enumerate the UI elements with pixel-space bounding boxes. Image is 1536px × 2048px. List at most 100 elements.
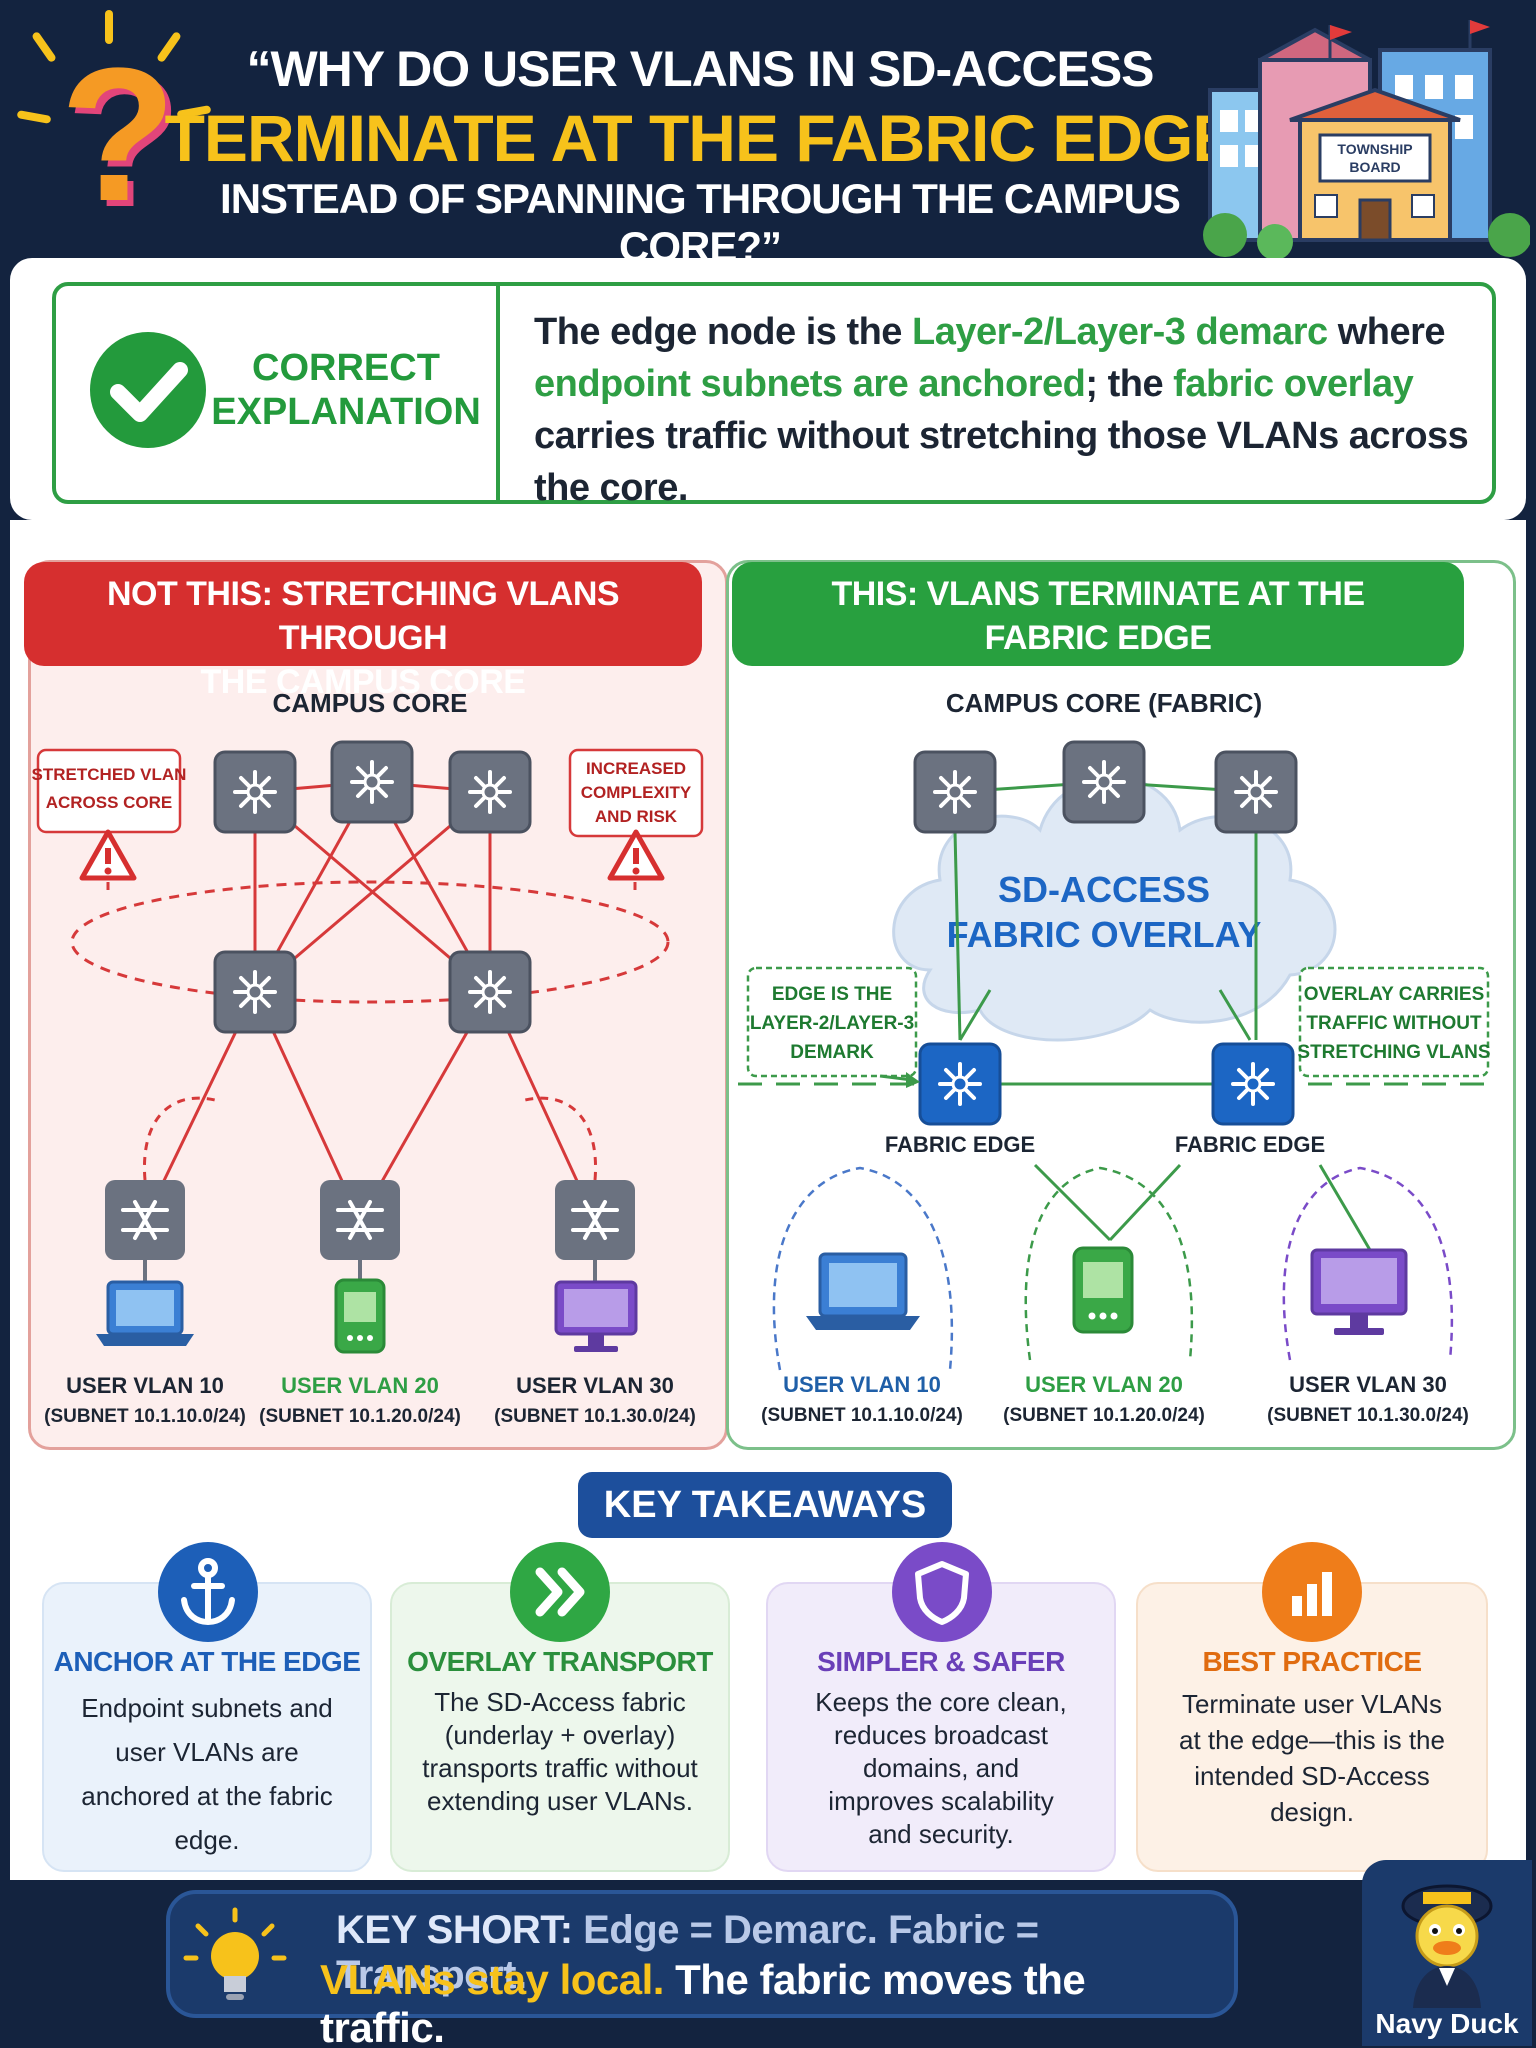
text-line: LAYER-2/LAYER-3 bbox=[750, 1013, 914, 1034]
correct-explanation-text: The edge node is the Layer-2/Layer-3 dem… bbox=[534, 306, 1484, 514]
subnet-label: (SUBNET 10.1.30.0/24) bbox=[1267, 1405, 1469, 1426]
text-line: STRETCHED VLAN bbox=[32, 765, 187, 784]
monitor-icon bbox=[554, 1280, 638, 1352]
text-line: THE CAMPUS CORE bbox=[200, 663, 526, 701]
edge-demarc-callout bbox=[746, 966, 918, 1078]
warning-icon bbox=[82, 832, 134, 878]
text-line: THIS: VLANS TERMINATE AT THE bbox=[831, 575, 1365, 613]
core-switch bbox=[330, 740, 414, 824]
card-text: Keeps the core clean, reduces broadcast … bbox=[815, 1687, 1067, 1849]
card-title: ANCHOR AT THE EDGE bbox=[53, 1646, 361, 1677]
callout-text: INCREASED COMPLEXITY AND RISK bbox=[581, 759, 692, 826]
key-takeaways-title: KEY TAKEAWAYS bbox=[578, 1472, 952, 1538]
body-text: The edge node is the bbox=[534, 311, 912, 353]
stretched-vlan-ellipse bbox=[70, 880, 670, 1004]
ray-decoration bbox=[105, 10, 113, 44]
fabric-edge-label: FABRIC EDGE bbox=[885, 1132, 1035, 1157]
fabric-edge-switch bbox=[918, 1042, 1002, 1126]
key-short-highlight: VLANs stay local. bbox=[320, 1956, 664, 2003]
access-switch bbox=[103, 1178, 187, 1262]
text-line: STRETCHING VLANS bbox=[1297, 1042, 1490, 1063]
subnet-label: (SUBNET 10.1.20.0/24) bbox=[1003, 1405, 1205, 1426]
callout-text: OVERLAY CARRIES TRAFFIC WITHOUT STRETCHING… bbox=[1297, 984, 1490, 1063]
card-title: OVERLAY TRANSPORT bbox=[407, 1646, 713, 1677]
brand-name: Navy Duck bbox=[1375, 2008, 1519, 2039]
correct-label-line: EXPLANATION bbox=[211, 391, 481, 433]
bar-chart-icon bbox=[1262, 1542, 1362, 1642]
correct-label-line: CORRECT bbox=[252, 347, 440, 389]
body-text: ; the bbox=[1085, 363, 1174, 405]
text-line: TRAFFIC WITHOUT bbox=[1306, 1013, 1482, 1034]
campus-core-label: CAMPUS CORE bbox=[272, 688, 467, 718]
subnet-label: (SUBNET 10.1.10.0/24) bbox=[761, 1405, 963, 1426]
key-short-label: KEY SHORT: bbox=[336, 1908, 573, 1952]
card-title: SIMPLER & SAFER bbox=[817, 1646, 1065, 1677]
key-short-text: The fabric moves the traffic. bbox=[320, 1956, 1086, 2048]
vlan-label: USER VLAN 30 bbox=[516, 1373, 674, 1398]
text-line: OVERLAY CARRIES bbox=[1304, 984, 1485, 1005]
monitor-icon bbox=[1310, 1248, 1408, 1335]
distribution-switch bbox=[213, 950, 297, 1034]
campus-core-fabric-label: CAMPUS CORE (FABRIC) bbox=[946, 688, 1262, 718]
anchor-icon bbox=[158, 1542, 258, 1642]
network-diagram: CAMPUS CORE STRETCHED VLAN ACROSS CORE IN… bbox=[32, 688, 1496, 1427]
correct-explanation-box: CORRECT EXPLANATION The edge node is the… bbox=[52, 282, 1496, 509]
text-line: ACROSS CORE bbox=[46, 793, 173, 812]
navy-duck-logo: Navy Duck bbox=[1362, 1860, 1532, 2046]
shield-icon bbox=[892, 1542, 992, 1642]
card-text: Terminate user VLANs at the edge—this is… bbox=[1179, 1689, 1445, 1827]
core-switch bbox=[213, 750, 297, 834]
vlan-label: USER VLAN 20 bbox=[281, 1373, 439, 1398]
phone-icon bbox=[334, 1278, 386, 1354]
stretched-vlan-callout bbox=[36, 748, 182, 834]
checkmark-icon bbox=[90, 332, 206, 448]
overlay-carries-callout bbox=[1298, 966, 1490, 1078]
body-text: where bbox=[1327, 311, 1446, 353]
svg-text:BOARD: BOARD bbox=[1349, 159, 1400, 175]
highlight-text: Layer-2/Layer-3 demarc bbox=[912, 311, 1328, 353]
duck-mascot-icon bbox=[1401, 1884, 1493, 2008]
header: ? “WHY DO USER VLANS IN SD-ACCESS TERMIN… bbox=[0, 0, 1536, 270]
township-buildings-illustration: TOWNSHIP BOARD bbox=[1203, 20, 1530, 260]
subnet-label: (SUBNET 10.1.10.0/24) bbox=[44, 1406, 246, 1427]
body-text: carries traffic without stretching those… bbox=[534, 415, 1469, 509]
subnet-label: (SUBNET 10.1.20.0/24) bbox=[259, 1406, 461, 1427]
callout-text: STRETCHED VLAN ACROSS CORE bbox=[32, 765, 187, 812]
warning-icon bbox=[610, 832, 662, 878]
fabric-core-switch bbox=[1214, 750, 1298, 834]
fabric-edge-label: FABRIC EDGE bbox=[1175, 1132, 1325, 1157]
takeaway-card bbox=[42, 1582, 372, 1872]
fabric-core-switch bbox=[913, 750, 997, 834]
lightbulb-icon bbox=[183, 1907, 287, 2000]
svg-text:TOWNSHIP: TOWNSHIP bbox=[1337, 141, 1412, 157]
title-line-1: “WHY DO USER VLANS IN SD-ACCESS bbox=[246, 41, 1154, 97]
fabric-core-switch bbox=[1062, 740, 1146, 824]
title-line-3: INSTEAD OF SPANNING THROUGH THE CAMPUS C… bbox=[220, 175, 1181, 270]
distribution-switch bbox=[448, 950, 532, 1034]
key-takeaways-section: KEY TAKEAWAYS ANCHOR AT THE EDGE OVERLAY… bbox=[10, 1460, 1526, 1880]
text-line: AND RISK bbox=[595, 807, 678, 826]
text-line: COMPLEXITY bbox=[581, 783, 692, 802]
cloud-label-line: FABRIC OVERLAY bbox=[947, 914, 1262, 955]
vlan-label: USER VLAN 30 bbox=[1289, 1372, 1447, 1397]
text-line: DEMARK bbox=[790, 1042, 874, 1063]
laptop-icon bbox=[806, 1252, 920, 1330]
card-text: Endpoint subnets and user VLANs are anch… bbox=[81, 1693, 333, 1855]
key-short-bar: KEY SHORT: Edge = Demarc. Fabric = Trans… bbox=[166, 1890, 1238, 2048]
key-short-line-2: VLANs stay local. The fabric moves the t… bbox=[320, 1956, 1220, 2048]
subnet-label: (SUBNET 10.1.30.0/24) bbox=[494, 1406, 696, 1427]
fabric-edge-switch bbox=[1211, 1042, 1295, 1126]
card-title: BEST PRACTICE bbox=[1202, 1646, 1422, 1677]
text-line: INCREASED bbox=[586, 759, 686, 778]
text-line: FABRIC EDGE bbox=[984, 619, 1212, 657]
access-switch bbox=[553, 1178, 637, 1262]
key-short-text: Edge = Demarc. Fabric = Transport. bbox=[336, 1908, 1039, 1997]
double-chevron-icon bbox=[510, 1542, 610, 1642]
core-switch bbox=[448, 750, 532, 834]
divider bbox=[496, 282, 500, 504]
phone-icon bbox=[1072, 1246, 1134, 1334]
correct-label: CORRECT EXPLANATION bbox=[206, 346, 486, 434]
cloud-label-line: SD-ACCESS bbox=[998, 869, 1210, 910]
